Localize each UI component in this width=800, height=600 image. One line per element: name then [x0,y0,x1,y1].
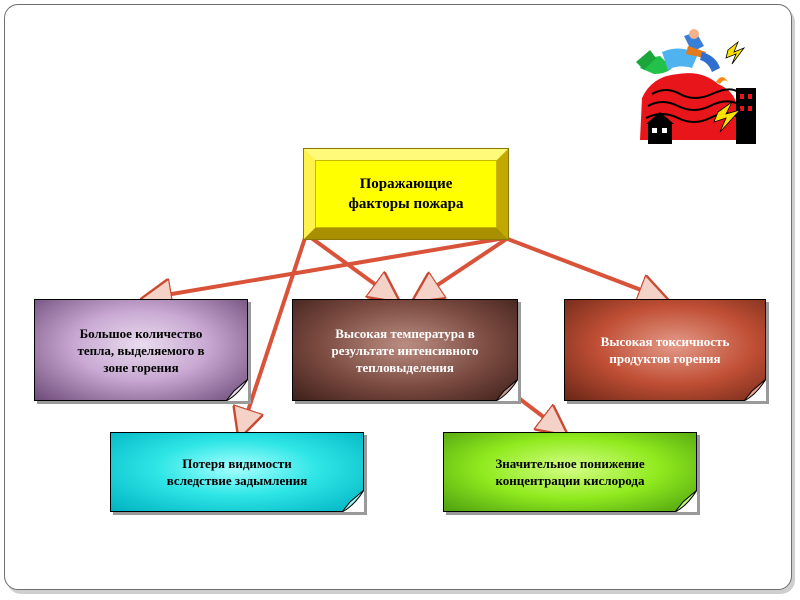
diagram-title: Поражающие факторы пожара [315,160,497,228]
factor-oxygen-label: Значительное понижение концентрации кисл… [495,456,645,488]
factor-temperature-label: Высокая температура в результате интенси… [331,325,479,375]
page-curl-icon [496,379,518,401]
page-curl-icon [342,490,364,512]
page-curl-icon [226,379,248,401]
factor-toxicity: Высокая токсичность продуктов горения [564,299,766,401]
factor-visibility-label: Потеря видимости вследствие задымления [166,456,308,488]
arrow-to-toxicity [503,236,662,298]
factor-temperature: Высокая температура в результате интенси… [292,299,518,401]
factor-visibility: Потеря видимости вследствие задымления [110,432,364,512]
factor-heat: Большое количество тепла, выделяемого в … [34,299,248,401]
title-box: Поражающие факторы пожара [303,148,509,240]
arrow-to-visibility [241,236,307,432]
page-curl-icon [675,490,697,512]
fire-hazard-icon [636,29,756,144]
factor-heat-label: Большое количество тепла, выделяемого в … [77,325,205,375]
arrow-from-title-to-temperature-right [418,238,507,298]
arrow-to-heat [148,236,507,298]
arrow-to-temperature [308,235,394,298]
factor-toxicity-label: Высокая токсичность продуктов горения [600,334,730,366]
factor-oxygen: Значительное понижение концентрации кисл… [443,432,697,512]
arrow-to-oxygen [510,391,562,431]
title-bevel [303,148,509,240]
page-curl-icon [744,379,766,401]
